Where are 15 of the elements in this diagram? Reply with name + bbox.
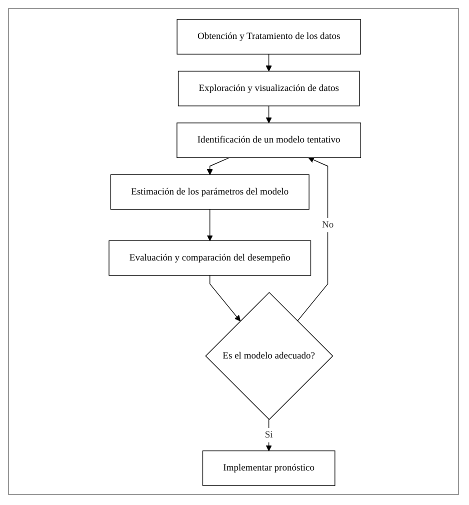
arrow xyxy=(209,275,240,322)
edge-label: Si xyxy=(264,430,272,440)
node-diamond: Es el modelo adecuado? xyxy=(204,292,333,420)
node-box: Implementar pronóstico xyxy=(202,450,335,486)
arrow xyxy=(206,209,212,241)
node-box: Obtención y Tratamiento de los datos xyxy=(176,19,361,54)
node-box: Identificación de un modelo tentativo xyxy=(176,122,361,158)
node-box: Evaluación y comparación del desempeño xyxy=(108,240,311,276)
edge-label: No xyxy=(322,220,334,230)
arrow xyxy=(296,157,328,322)
arrow xyxy=(206,157,230,175)
arrow xyxy=(265,54,272,72)
arrow xyxy=(265,106,272,124)
node-box: Exploración y visualización de datos xyxy=(178,70,360,106)
node-box: Estimación de los parámetros del modelo xyxy=(110,174,310,210)
